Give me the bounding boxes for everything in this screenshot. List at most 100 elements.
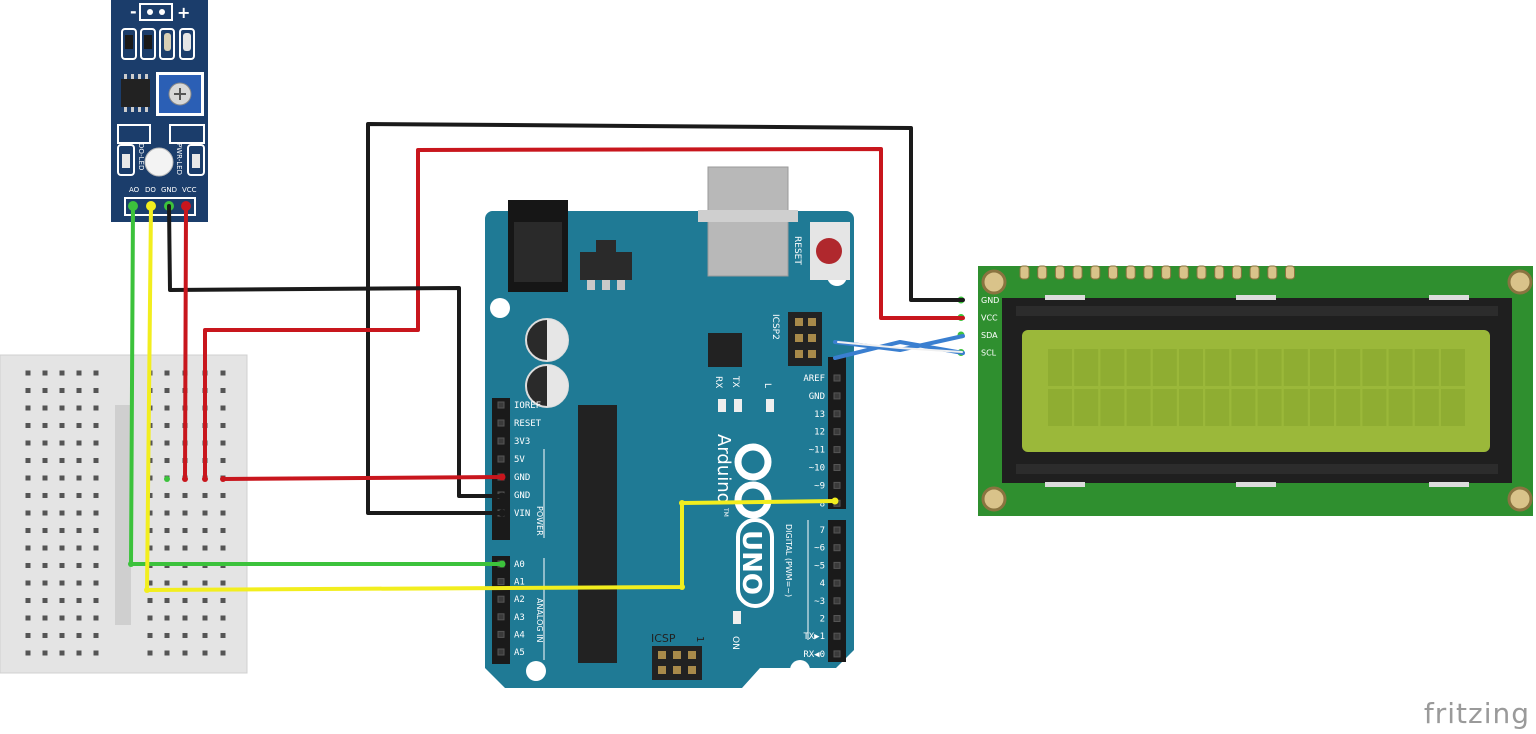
breadboard-hole xyxy=(147,580,153,586)
header-pin[interactable] xyxy=(497,419,505,427)
breadboard-hole xyxy=(25,598,31,603)
lcd-cell xyxy=(1100,389,1125,426)
breadboard-hole xyxy=(164,423,170,428)
breadboard-hole xyxy=(59,370,65,376)
header-pin[interactable] xyxy=(833,615,841,622)
header-pin[interactable] xyxy=(833,464,841,471)
header-pin[interactable] xyxy=(833,446,841,454)
header-pin[interactable] xyxy=(833,526,841,534)
breadboard-hole xyxy=(76,493,82,498)
l-label: L xyxy=(762,383,772,388)
breadboard-hole xyxy=(164,580,170,586)
breadboard-hole xyxy=(42,528,48,533)
smd-component xyxy=(144,35,152,49)
header-pin[interactable] xyxy=(497,595,505,603)
breadboard-hole xyxy=(220,388,226,393)
led-footprint xyxy=(117,124,151,144)
breadboard-hole xyxy=(59,563,65,568)
pin-label: A5 xyxy=(514,648,525,658)
wire-endpoints xyxy=(128,473,839,593)
breadboard-hole xyxy=(76,633,82,638)
breadboard-hole xyxy=(93,615,99,621)
lcd-cell xyxy=(1362,349,1387,386)
breadboard-hole xyxy=(182,493,188,498)
sensor-pin-header xyxy=(124,197,196,216)
breadboard-hole xyxy=(25,580,31,586)
breadboard-hole xyxy=(147,633,153,638)
pin-label: 2 xyxy=(820,615,825,625)
header-pin[interactable] xyxy=(833,428,841,436)
breadboard-hole xyxy=(76,370,82,376)
lcd-cell xyxy=(1152,349,1177,386)
breadboard-hole xyxy=(25,545,31,551)
led-footprint xyxy=(169,124,205,144)
header-pin[interactable] xyxy=(497,578,505,586)
regulator-tab xyxy=(596,240,616,252)
usb-flange xyxy=(698,210,798,222)
breadboard-hole xyxy=(76,510,82,516)
breadboard-hole xyxy=(25,458,31,463)
pin-label: GND xyxy=(809,392,825,402)
breadboard-hole xyxy=(25,440,31,446)
lcd-cell xyxy=(1179,349,1203,386)
lcd-cell xyxy=(1126,389,1151,426)
lcd-pin-label: VCC xyxy=(981,314,998,323)
pin-label: A3 xyxy=(514,613,525,623)
lcd-cell xyxy=(1283,349,1308,386)
pin-label: 5V xyxy=(514,455,525,465)
header-pin[interactable] xyxy=(497,455,505,463)
smd-component xyxy=(183,33,191,51)
sensor-top-pin xyxy=(147,9,153,15)
breadboard-hole xyxy=(93,563,99,568)
lcd-pad xyxy=(1108,265,1118,280)
header-pin[interactable] xyxy=(497,630,505,638)
breadboard-hole xyxy=(42,458,48,463)
led-component xyxy=(122,154,130,168)
header-pin[interactable] xyxy=(833,374,841,382)
breadboard-hole xyxy=(59,615,65,621)
lcd-cell xyxy=(1152,389,1177,426)
header-pin[interactable] xyxy=(833,481,841,489)
icsp-pins xyxy=(658,651,696,674)
breadboard-hole xyxy=(202,598,208,603)
lcd-pad xyxy=(1019,265,1030,280)
header-pin[interactable] xyxy=(833,579,841,587)
smd-pad xyxy=(140,28,156,60)
arduino-board xyxy=(484,211,854,688)
lcd-cell xyxy=(1388,349,1413,386)
lcd-cell xyxy=(1074,389,1099,426)
breadboard-hole xyxy=(76,405,82,411)
breadboard-hole xyxy=(220,493,226,498)
lcd-mount-hole xyxy=(1507,486,1533,512)
header-pin[interactable] xyxy=(497,437,505,445)
breadboard-hole xyxy=(76,563,82,568)
breadboard-hole xyxy=(42,440,48,446)
breadboard-hole xyxy=(93,580,99,586)
reset-button[interactable] xyxy=(816,238,842,264)
atmega-chip xyxy=(578,405,617,663)
breadboard-hole xyxy=(202,493,208,498)
header-pin[interactable] xyxy=(497,401,505,409)
breadboard-hole xyxy=(59,475,65,481)
pin-label: A0 xyxy=(514,560,525,570)
pin-label: A2 xyxy=(514,595,525,605)
header-pin[interactable] xyxy=(833,650,841,658)
breadboard-hole xyxy=(220,633,226,638)
header-pin[interactable] xyxy=(833,410,841,418)
breadboard-hole xyxy=(164,633,170,638)
lcd-mount-hole xyxy=(981,269,1007,295)
breadboard-hole xyxy=(25,475,31,481)
header-pin[interactable] xyxy=(833,561,841,569)
header-pin[interactable] xyxy=(833,597,841,605)
header-pin[interactable] xyxy=(833,544,841,552)
header-pin[interactable] xyxy=(833,392,841,400)
analog-group-label: ANALOG IN xyxy=(535,598,544,643)
power-jack-inner xyxy=(514,222,562,282)
breadboard-hole xyxy=(220,598,226,603)
header-pin[interactable] xyxy=(833,632,841,640)
lcd-cell xyxy=(1414,349,1439,386)
tx-led xyxy=(734,399,742,412)
sensor-top-header xyxy=(139,3,173,21)
header-pin[interactable] xyxy=(497,613,505,621)
header-pin[interactable] xyxy=(497,648,505,656)
